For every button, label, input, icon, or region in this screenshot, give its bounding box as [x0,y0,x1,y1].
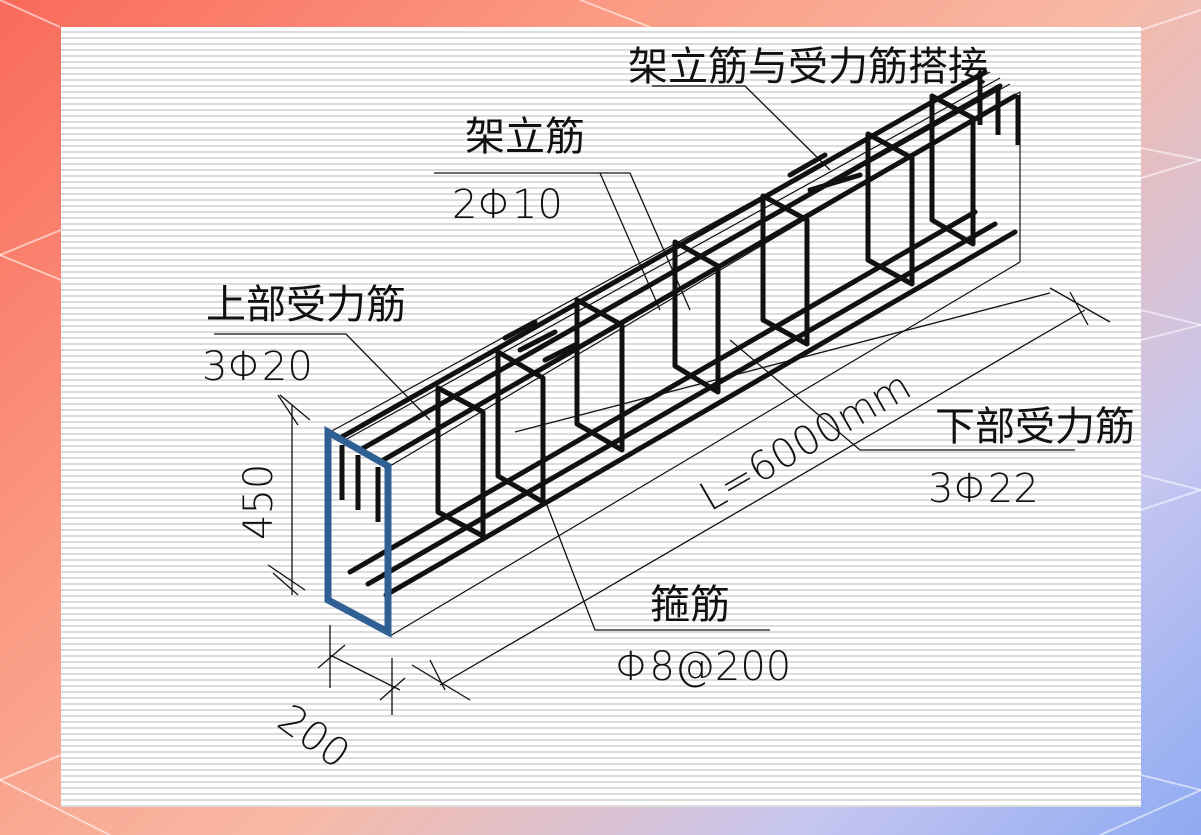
height-dimension: 450 [236,464,282,540]
top-bar-label: 上部受力筋 [206,282,406,328]
lap-splice-bars [502,152,863,363]
erection-bar-label: 架立筋 [465,114,585,160]
leader-lines [214,85,1075,631]
bottom-bar-spec: 3Φ22 [928,466,1039,512]
front-bar-ends [339,75,1021,522]
stirrup-spec: Φ8@200 [615,644,791,690]
lap-splice-label: 架立筋与受力筋搭接 [628,44,988,90]
length-dimension: L=6000mm [692,363,919,521]
drawing-sheet [61,27,1141,807]
top-bar-spec: 3Φ20 [202,344,313,390]
stirrup-label: 箍筋 [650,582,730,628]
bottom-longitudinal-bars [347,209,1018,598]
bottom-bar-label: 下部受力筋 [935,404,1135,450]
width-dimension: 200 [269,696,358,778]
stirrups [435,93,976,539]
erection-bar-spec: 2Φ10 [452,182,563,228]
dimension-lines [267,287,1111,715]
highlighted-stirrup [324,425,392,638]
